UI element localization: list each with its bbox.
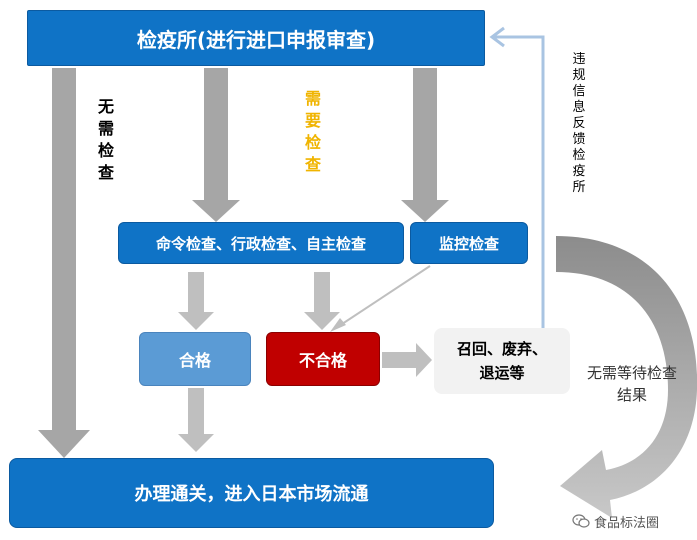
- fail-box: 不合格: [266, 332, 380, 386]
- label-no-inspection: 无需检查: [97, 97, 114, 182]
- arrow-feedback-loop: [489, 26, 545, 335]
- clearance-box: 办理通关，进入日本市场流通: [9, 458, 494, 528]
- arrow-fail-to-recall: [382, 343, 432, 377]
- watermark-text: 食品标法圈: [594, 515, 660, 531]
- arrow-to-monitoring: [401, 68, 449, 222]
- arrow-to-inspection-types: [192, 68, 240, 222]
- inspection-types-box: 命令检查、行政检查、自主检查: [118, 222, 404, 264]
- pass-box: 合格: [139, 332, 251, 386]
- wechat-icon: [572, 514, 590, 528]
- label-violation-feedback: 违规信息反馈检疫所: [572, 52, 586, 195]
- watermark: 食品标法圈: [572, 510, 659, 532]
- arrow-to-pass: [178, 272, 214, 330]
- recall-box: 召回、废弃、 退运等: [434, 328, 570, 394]
- label-no-wait-result: 无需等待检查 结果: [586, 364, 677, 404]
- curved-arrow-no-wait: [556, 236, 697, 518]
- arrow-pass-to-clearance: [178, 388, 214, 452]
- monitoring-inspection-box: 监控检查: [410, 222, 528, 264]
- quarantine-office-box: 检疫所(进行进口申报审查): [27, 10, 485, 66]
- arrow-to-fail: [304, 272, 340, 330]
- arrow-monitoring-to-fail: [330, 265, 431, 332]
- label-inspection-needed: 需要检查: [304, 89, 321, 174]
- arrow-direct-clearance: [38, 68, 90, 458]
